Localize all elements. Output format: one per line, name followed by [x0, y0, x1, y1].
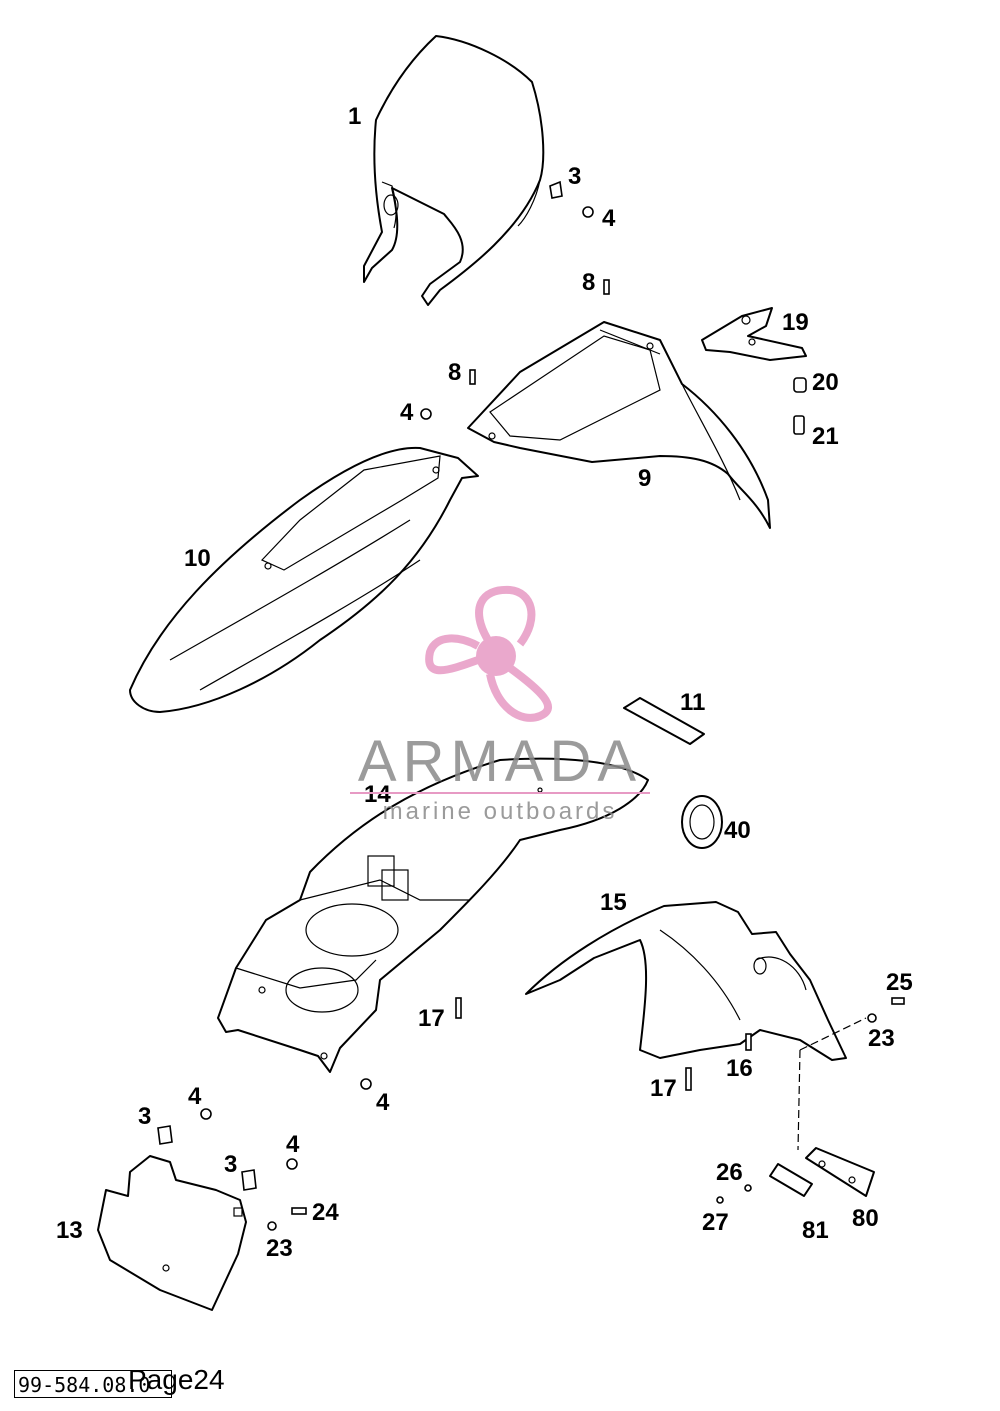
diagram-reference-number: 99-584.08.0 — [14, 1370, 172, 1398]
label-1: 1 — [348, 103, 361, 130]
label-27: 27 — [702, 1209, 729, 1236]
part-15-rear-fender — [525, 901, 847, 1061]
label-8: 8 — [582, 269, 595, 296]
part-labels: 1 3 4 8 19 8 20 4 21 9 10 11 14 40 15 25… — [56, 103, 913, 1262]
page-number: Page24 — [128, 1364, 225, 1395]
label-3: 3 — [568, 163, 581, 190]
label-4: 4 — [602, 205, 616, 232]
part-80-reflector — [805, 1147, 875, 1197]
label-14: 14 — [364, 781, 391, 808]
label-21: 21 — [812, 423, 839, 450]
label-9: 9 — [638, 465, 651, 492]
label-11: 11 — [680, 689, 705, 716]
part-40-grommet — [681, 795, 723, 849]
label-23: 23 — [868, 1025, 895, 1052]
label-17: 17 — [418, 1005, 445, 1032]
watermark-divider — [350, 792, 650, 794]
propeller-logo — [425, 585, 552, 722]
part-14-rear-section — [217, 757, 649, 1073]
part-19-bracket — [701, 307, 807, 361]
label-26: 26 — [716, 1159, 743, 1186]
part-13-number-plate — [97, 1155, 247, 1311]
part-10-front-fender — [129, 446, 479, 713]
label-40: 40 — [724, 817, 751, 844]
label-19: 19 — [782, 309, 809, 336]
label-20: 20 — [812, 369, 839, 396]
label-81: 81 — [802, 1217, 829, 1244]
hardware-top — [420, 180, 807, 435]
label-8: 8 — [448, 359, 461, 386]
label-23: 23 — [266, 1235, 293, 1262]
label-10: 10 — [184, 545, 211, 572]
label-3: 3 — [138, 1103, 151, 1130]
part-11-strip — [623, 697, 705, 745]
hardware-rear-fender — [360, 997, 905, 1151]
label-17: 17 — [650, 1075, 677, 1102]
label-16: 16 — [726, 1055, 753, 1082]
label-15: 15 — [600, 889, 627, 916]
label-4: 4 — [286, 1131, 300, 1158]
label-3: 3 — [224, 1151, 237, 1178]
label-4: 4 — [376, 1089, 390, 1116]
label-13: 13 — [56, 1217, 83, 1244]
label-25: 25 — [886, 969, 913, 996]
label-4: 4 — [400, 399, 414, 426]
part-1-headlight-mask — [363, 35, 545, 306]
watermark-title: ARMADA — [357, 729, 643, 794]
hardware-lower-left — [157, 1108, 307, 1231]
label-4: 4 — [188, 1083, 202, 1110]
part-9-front-fender — [467, 321, 771, 529]
label-24: 24 — [312, 1199, 339, 1226]
watermark-subtitle: marine outboards — [382, 798, 618, 825]
label-80: 80 — [852, 1205, 879, 1232]
part-81-holder — [716, 1163, 813, 1204]
